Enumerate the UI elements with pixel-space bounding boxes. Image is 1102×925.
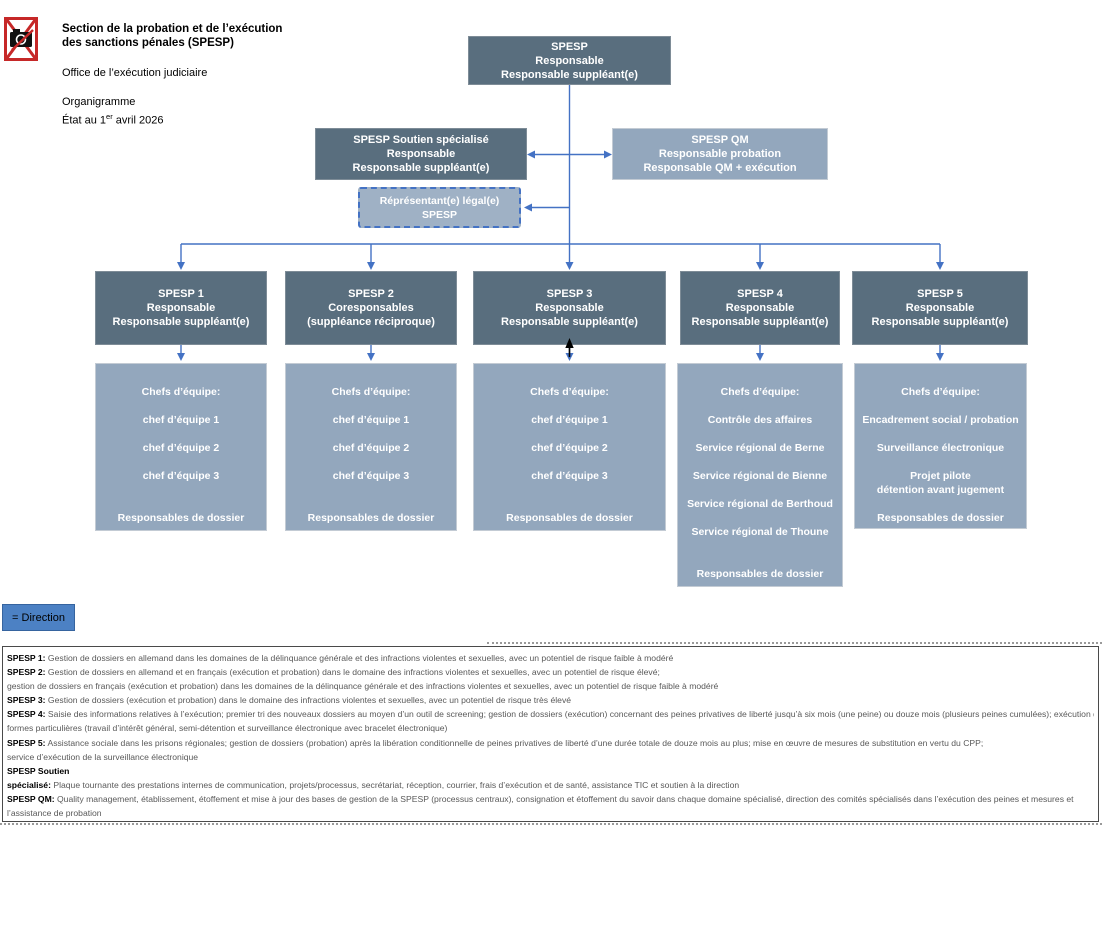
box-spesp-qm: SPESP QM Responsable probation Responsab… <box>612 128 828 180</box>
footnote-line: formes particulières (travail d’intérêt … <box>7 723 448 734</box>
footnote-line: SPESP 4: Saisie des informations relativ… <box>7 709 1094 720</box>
header-date: État au 1er avril 2026 <box>62 112 164 127</box>
legend-direction: = Direction <box>2 604 75 631</box>
team-box-spesp-1: Chefs d’équipe: chef d’équipe 1 chef d’é… <box>95 363 267 531</box>
footnote-line: gestion de dossiers en français (exécuti… <box>7 681 719 692</box>
header-subtitle: Office de l’exécution judiciaire <box>62 67 208 79</box>
header: Section de la probation et de l’exécutio… <box>62 22 362 129</box>
footnote-line: SPESP 2: Gestion de dossiers en allemand… <box>7 667 660 678</box>
footnote-line: service d’exécution de la surveillance é… <box>7 751 199 762</box>
broken-image-icon <box>4 17 38 61</box>
footnote-line: SPESP 5: Assistance sociale dans les pri… <box>7 737 984 748</box>
team-box-spesp-2: Chefs d’équipe: chef d’équipe 1 chef d’é… <box>285 363 457 531</box>
footnote-line: SPESP 1: Gestion de dossiers en allemand… <box>7 653 674 663</box>
footnote-line: SPESP 3: Gestion de dossiers (exécution … <box>7 695 572 706</box>
dashed-border-bottom <box>0 823 1102 825</box>
team-box-spesp-4: Chefs d’équipe: Contrôle des affaires Se… <box>677 363 843 587</box>
box-legal-representative: Réprésentant(e) légal(e) SPESP <box>358 187 521 228</box>
box-spesp-1: SPESP 1 Responsable Responsable suppléan… <box>95 271 267 345</box>
box-spesp-4: SPESP 4 Responsable Responsable suppléan… <box>680 271 840 345</box>
footnote-line: spécialisé: Plaque tournante des prestat… <box>7 779 740 790</box>
box-spesp-5: SPESP 5 Responsable Responsable suppléan… <box>852 271 1028 345</box>
box-spesp-root: SPESP Responsable Responsable suppléant(… <box>468 36 671 85</box>
footnote-line: l’assistance de probation <box>7 808 102 819</box>
box-spesp-2: SPESP 2 Coresponsables (suppléance récip… <box>285 271 457 345</box>
footnotes-box: SPESP 1: Gestion de dossiers en allemand… <box>2 646 1099 822</box>
box-spesp-soutien: SPESP Soutien spécialisé Responsable Res… <box>315 128 527 180</box>
page-title: Section de la probation et de l’exécutio… <box>62 23 283 49</box>
box-spesp-3: SPESP 3 Responsable Responsable suppléan… <box>473 271 666 345</box>
team-box-spesp-5: Chefs d’équipe: Encadrement social / pro… <box>854 363 1027 529</box>
footnote-line: SPESP Soutien <box>7 765 70 776</box>
dashed-border-top <box>487 642 1102 644</box>
footnote-line: SPESP QM: Quality management, établissem… <box>7 793 1074 804</box>
header-doc-type: Organigramme <box>62 96 136 108</box>
team-box-spesp-3: Chefs d’équipe: chef d’équipe 1 chef d’é… <box>473 363 666 531</box>
